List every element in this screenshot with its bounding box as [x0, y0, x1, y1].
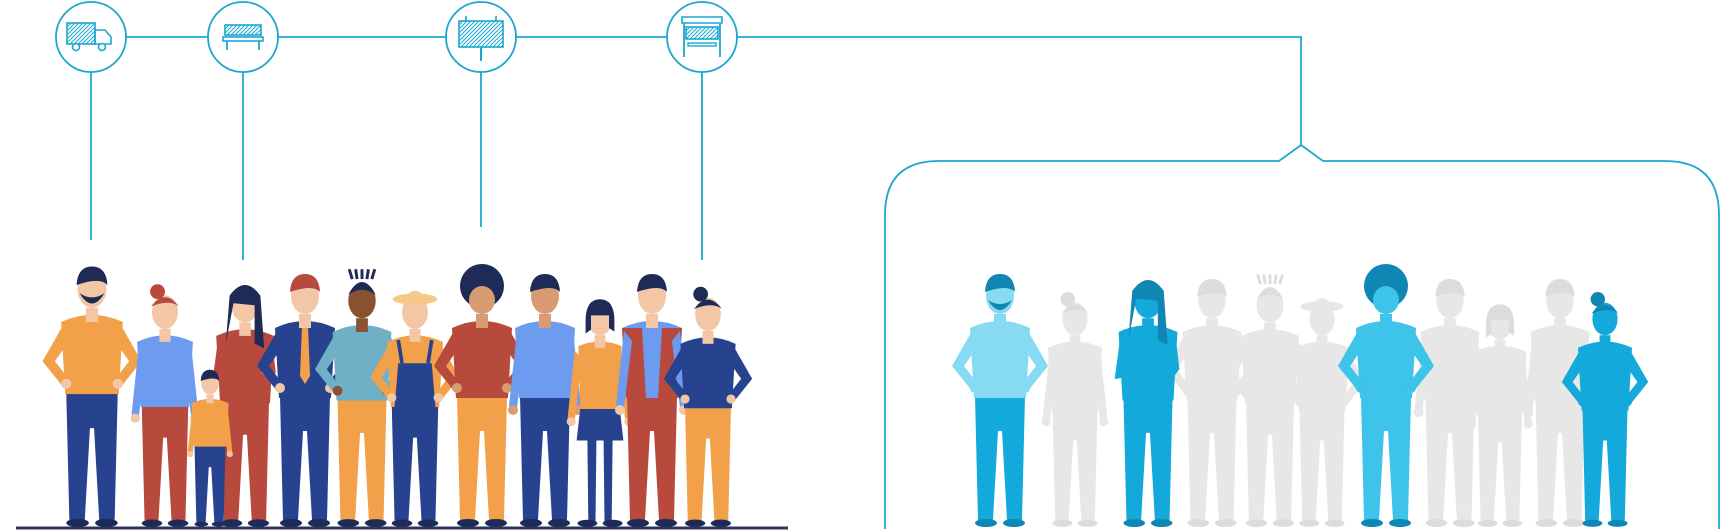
person-figure	[212, 285, 276, 527]
bus-stop-icon	[666, 1, 738, 73]
general-crowd	[42, 264, 753, 528]
person-figure	[1164, 279, 1260, 527]
person-figure	[1467, 304, 1533, 527]
person-figure	[130, 284, 200, 527]
person-figure	[1561, 292, 1649, 527]
touchpoint-icons	[55, 1, 738, 73]
person-figure	[1114, 280, 1180, 527]
person-figure	[952, 274, 1048, 527]
person-figure	[42, 266, 142, 528]
billboard-icon	[445, 1, 517, 73]
audience-bracket	[884, 143, 1720, 529]
person-figure	[187, 369, 233, 527]
connector-lines	[90, 36, 1302, 260]
target-audience-frame	[884, 143, 1720, 529]
connector-top-line	[126, 36, 1302, 145]
targeted-audience	[952, 264, 1649, 527]
person-figure	[370, 290, 460, 527]
person-figure	[1338, 264, 1434, 527]
delivery-truck-icon	[55, 1, 127, 73]
person-figure	[663, 286, 753, 527]
person-figure	[434, 264, 530, 527]
person-figure	[1041, 292, 1109, 527]
park-bench-icon	[207, 1, 279, 73]
